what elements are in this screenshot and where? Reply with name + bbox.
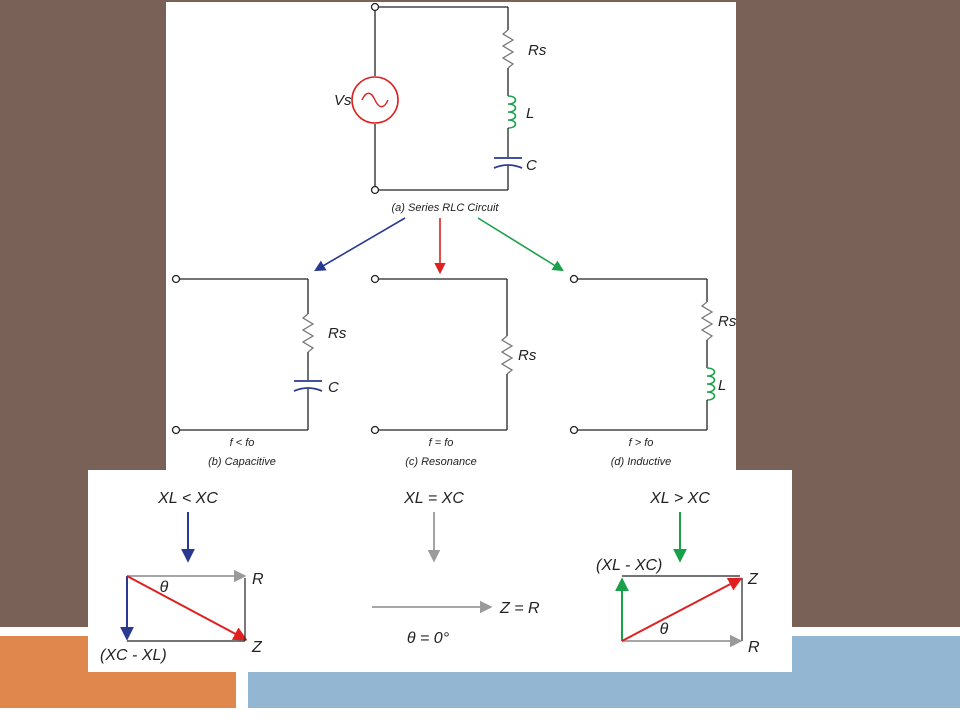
phasor-z-left	[126, 575, 248, 641]
angle-mid: θ = 0°	[407, 630, 450, 647]
angle-right: θ	[660, 621, 669, 638]
phasor-diagram-panel	[88, 470, 792, 672]
caption-c: (c) Resonance	[405, 456, 477, 468]
label-vs: Vs	[334, 92, 352, 109]
top-diagram-panel	[166, 2, 736, 472]
label-rs-c: Rs	[518, 347, 537, 364]
condition-left: XL < XC	[157, 490, 218, 507]
label-z-right: Z	[747, 571, 759, 588]
label-z-left: Z	[251, 639, 263, 656]
label-l-d: L	[718, 377, 726, 394]
label-rs-a: Rs	[528, 42, 547, 59]
phasor-z-right	[621, 577, 743, 642]
circuit-a	[351, 2, 523, 195]
resistor-rs-a	[501, 29, 515, 69]
condition-mid: XL = XC	[403, 490, 464, 507]
label-c-a: C	[526, 157, 537, 174]
caption-a: (a) Series RLC Circuit	[392, 202, 500, 214]
label-l-a: L	[526, 105, 534, 122]
caption-d: (d) Inductive	[611, 456, 672, 468]
freq-c: f = fo	[429, 437, 454, 449]
inductor-l-a	[507, 95, 517, 129]
circuit-d	[569, 274, 716, 435]
circuit-c	[370, 274, 514, 435]
label-c-b: C	[328, 379, 339, 396]
label-xl-right: (XL - XC)	[596, 557, 662, 574]
source-vs	[351, 76, 399, 124]
condition-right: XL > XC	[649, 490, 710, 507]
label-rs-b: Rs	[328, 325, 347, 342]
label-z-mid: Z = R	[499, 600, 540, 617]
circuit-b	[171, 274, 323, 435]
label-xc-left: (XC - XL)	[100, 647, 167, 664]
arrow-to-inductive	[477, 217, 564, 272]
freq-b: f < fo	[230, 437, 255, 449]
label-r-right: R	[748, 639, 760, 656]
label-rs-d: Rs	[718, 313, 737, 330]
caption-b: (b) Capacitive	[208, 456, 276, 468]
capacitor-plate-a2	[493, 164, 523, 169]
label-r-left: R	[252, 571, 264, 588]
angle-left: θ	[160, 579, 169, 596]
freq-d: f > fo	[629, 437, 654, 449]
arrow-to-capacitive	[314, 217, 406, 272]
